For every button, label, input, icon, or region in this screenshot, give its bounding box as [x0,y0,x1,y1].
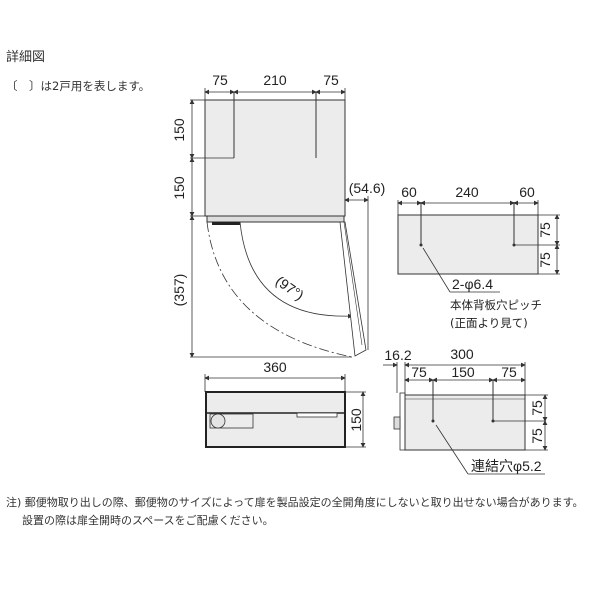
dim-back-right: 60 [519,184,535,200]
mailbox-side-body [404,394,526,451]
dim-side-upper: 75 [529,400,545,416]
back-hole-desc: 本体背板穴ピッチ [450,298,542,312]
note-line-2: 設置の際は扉全開時のスペースをご配慮ください。 [22,514,274,527]
back-view: 60 240 60 75 75 2-φ6.4 本体背板穴ピッチ (正面より見て) [397,184,560,330]
dim-side-left: 75 [411,364,427,380]
dim-side-right: 75 [501,364,517,380]
dim-side-offset: 16.2 [384,347,411,363]
top-view: 360 150 [204,359,366,448]
dim-top-height: 150 [348,408,364,432]
mailbox-top-body [205,391,346,448]
back-hole-label: 2-φ6.4 [452,276,493,292]
dim-front-right: 75 [323,72,339,88]
dim-side-lower: 75 [529,428,545,444]
side-hole-label: 連結穴φ5.2 [471,458,542,474]
diagram-title: 詳細図 [6,50,46,65]
dim-back-upper: 75 [537,222,553,238]
front-view: 75 210 75 150 150 (97°) (357) (54.6) [171,72,386,358]
dim-front-upper: 150 [171,118,187,142]
dim-front-left: 75 [212,72,228,88]
dim-back-center: 240 [455,184,479,200]
dim-back-lower: 75 [537,252,553,268]
side-view: 16.2 300 75 150 75 75 75 連結穴φ5.2 [383,346,548,475]
dim-door-depth: (54.6) [349,180,386,196]
dim-door-swing: (357) [171,274,187,307]
dim-front-lower: 150 [171,176,187,200]
dim-side-total: 300 [450,346,474,362]
dim-side-center: 150 [451,364,475,380]
mailbox-back-body [397,214,539,275]
dim-front-center: 210 [263,72,287,88]
dim-back-left: 60 [401,184,417,200]
back-hole-note: (正面より見て) [450,316,528,330]
note-line-1: 注) 郵便物取り出しの際、郵便物のサイズによって扉を製品設定の全開角度にしないと… [6,496,584,509]
dim-top-width: 360 [263,359,287,375]
diagram-subtitle: 〔 〕は2戸用を表します。 [6,79,151,93]
